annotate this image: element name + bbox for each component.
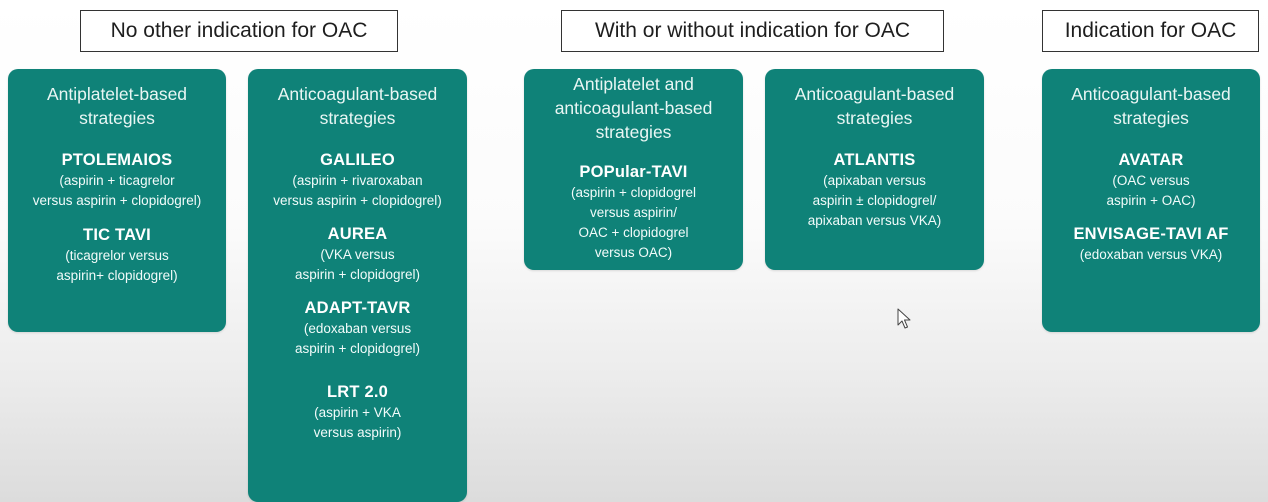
- header-with-or-without-indication: With or without indication for OAC: [561, 10, 944, 52]
- trial-detail-ptolemaios: (aspirin + ticagrelor versus aspirin + c…: [32, 173, 202, 208]
- trial-name-atlantis: ATLANTIS: [833, 151, 916, 169]
- trial-name-popular-tavi: POPular-TAVI: [579, 163, 688, 181]
- card-title: Anticoagulant-based strategies: [794, 84, 955, 128]
- trial-name-adapt-tavr: ADAPT-TAVR: [304, 299, 411, 317]
- card-title: Anticoagulant-based strategies: [1071, 84, 1231, 128]
- mouse-pointer-icon: [897, 308, 911, 335]
- card-title: Antiplatelet-based strategies: [46, 84, 188, 128]
- card-anticoagulant-based-no-oac: Anticoagulant-based strategies GALILEO (…: [248, 69, 467, 502]
- trial-name-tic-tavi: TIC TAVI: [83, 226, 151, 244]
- trial-detail-lrt-2: (aspirin + VKA versus aspirin): [313, 405, 402, 440]
- trial-detail-galileo: (aspirin + rivaroxaban versus aspirin + …: [273, 173, 442, 208]
- trial-detail-tic-tavi: (ticagrelor versus aspirin+ clopidogrel): [56, 248, 178, 283]
- trial-name-ptolemaios: PTOLEMAIOS: [61, 151, 173, 169]
- trial-name-lrt-2: LRT 2.0: [327, 383, 388, 401]
- trial-detail-avatar: (OAC versus aspirin + OAC): [1106, 173, 1196, 208]
- trial-detail-atlantis: (apixaban versus aspirin ± clopidogrel/ …: [807, 173, 942, 228]
- trial-name-aurea: AUREA: [327, 225, 388, 243]
- card-anticoagulant-based-atlantis: Anticoagulant-based strategies ATLANTIS …: [765, 69, 984, 270]
- card-anticoagulant-based-oac: Anticoagulant-based strategies AVATAR (O…: [1042, 69, 1260, 332]
- header-indication-for-oac: Indication for OAC: [1042, 10, 1259, 52]
- card-antiplatelet-based: Antiplatelet-based strategies PTOLEMAIOS…: [8, 69, 226, 332]
- trial-name-avatar: AVATAR: [1118, 151, 1184, 169]
- trial-name-envisage-tavi-af: ENVISAGE-TAVI AF: [1073, 225, 1229, 243]
- trial-detail-aurea: (VKA versus aspirin + clopidogrel): [295, 247, 420, 282]
- header-no-other-indication: No other indication for OAC: [80, 10, 398, 52]
- trial-detail-adapt-tavr: (edoxaban versus aspirin + clopidogrel): [295, 321, 420, 356]
- trial-detail-envisage-tavi-af: (edoxaban versus VKA): [1079, 247, 1223, 262]
- card-title: Antiplatelet and anticoagulant-based str…: [554, 74, 713, 142]
- trial-detail-popular-tavi: (aspirin + clopidogrel versus aspirin/ O…: [571, 185, 696, 260]
- card-title: Anticoagulant-based strategies: [277, 84, 438, 128]
- card-antiplatelet-and-anticoagulant-based: Antiplatelet and anticoagulant-based str…: [524, 69, 743, 270]
- trial-name-galileo: GALILEO: [320, 151, 395, 169]
